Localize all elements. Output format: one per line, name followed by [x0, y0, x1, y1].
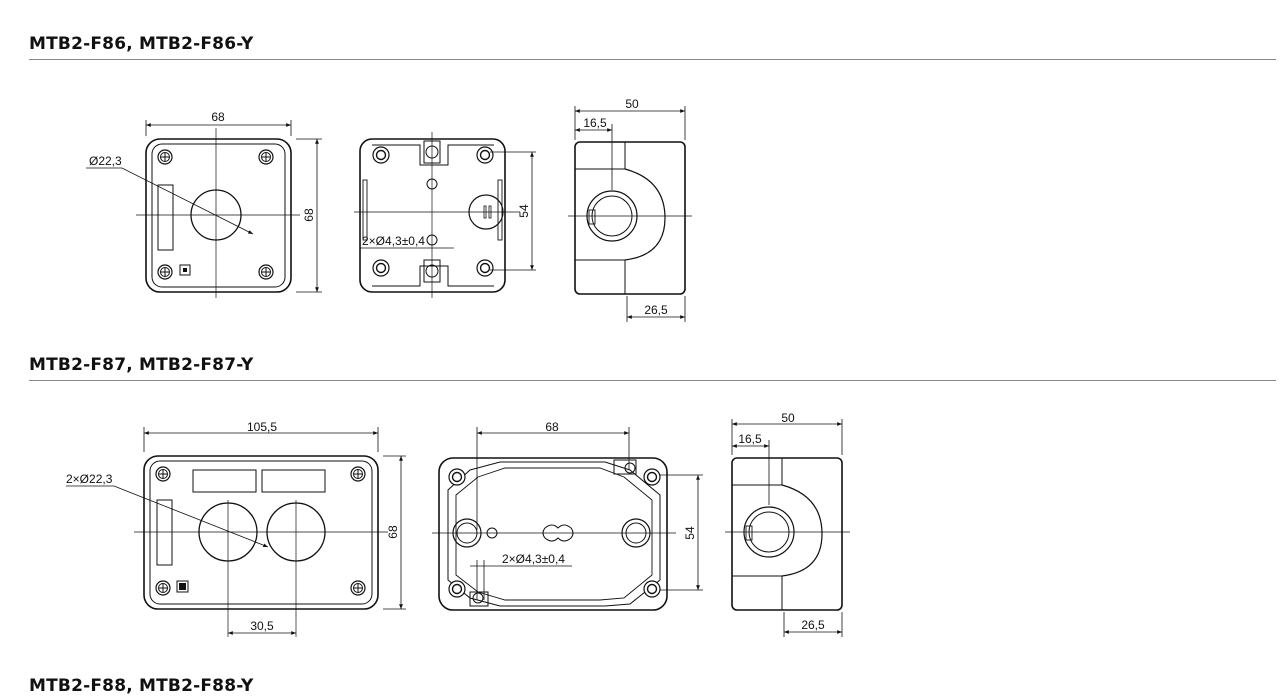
f87-side-offset-label: 16,5: [738, 432, 762, 446]
f87-hole-pitch-label: 30,5: [250, 619, 274, 633]
f86-side-offset-label: 16,5: [583, 116, 607, 130]
f86-back-view: [354, 132, 520, 298]
f86-front-width-label: 68: [211, 110, 225, 124]
f86-hole-dia-label: Ø22,3: [89, 154, 122, 168]
f86-back-height-label: 54: [517, 204, 531, 218]
f87-back-width-label: 68: [545, 420, 559, 434]
section-title-f86: MTB2-F86, MTB2-F86-Y: [29, 34, 254, 54]
section-divider: [29, 380, 1276, 381]
f87-front-width-label: 105,5: [247, 420, 277, 434]
f86-side-view: [568, 141, 692, 295]
f87-front-view: [134, 455, 388, 637]
f87-side-view: [725, 457, 850, 611]
f86-side-bottom-label: 26,5: [644, 303, 668, 317]
f86-side-depth-label: 50: [625, 97, 639, 111]
f87-back-height-label: 54: [683, 526, 697, 540]
f87-side-depth-label: 50: [781, 411, 795, 425]
f87-mount-holes-label: 2×Ø4,3±0,4: [502, 552, 565, 566]
section-title-f88: MTB2-F88, MTB2-F88-Y: [29, 676, 254, 696]
f86-mount-holes-label: 2×Ø4,3±0,4: [362, 234, 425, 248]
f87-hole-dia-label: 2×Ø22,3: [66, 472, 113, 486]
f87-back-view: [432, 457, 676, 611]
f87-front-height-label: 68: [386, 525, 400, 539]
f86-front-view: [136, 128, 300, 298]
f86-front-height-label: 68: [302, 208, 316, 222]
f87-side-bottom-label: 26,5: [801, 618, 825, 632]
section-divider: [29, 59, 1276, 60]
section-title-f87: MTB2-F87, MTB2-F87-Y: [29, 355, 254, 375]
